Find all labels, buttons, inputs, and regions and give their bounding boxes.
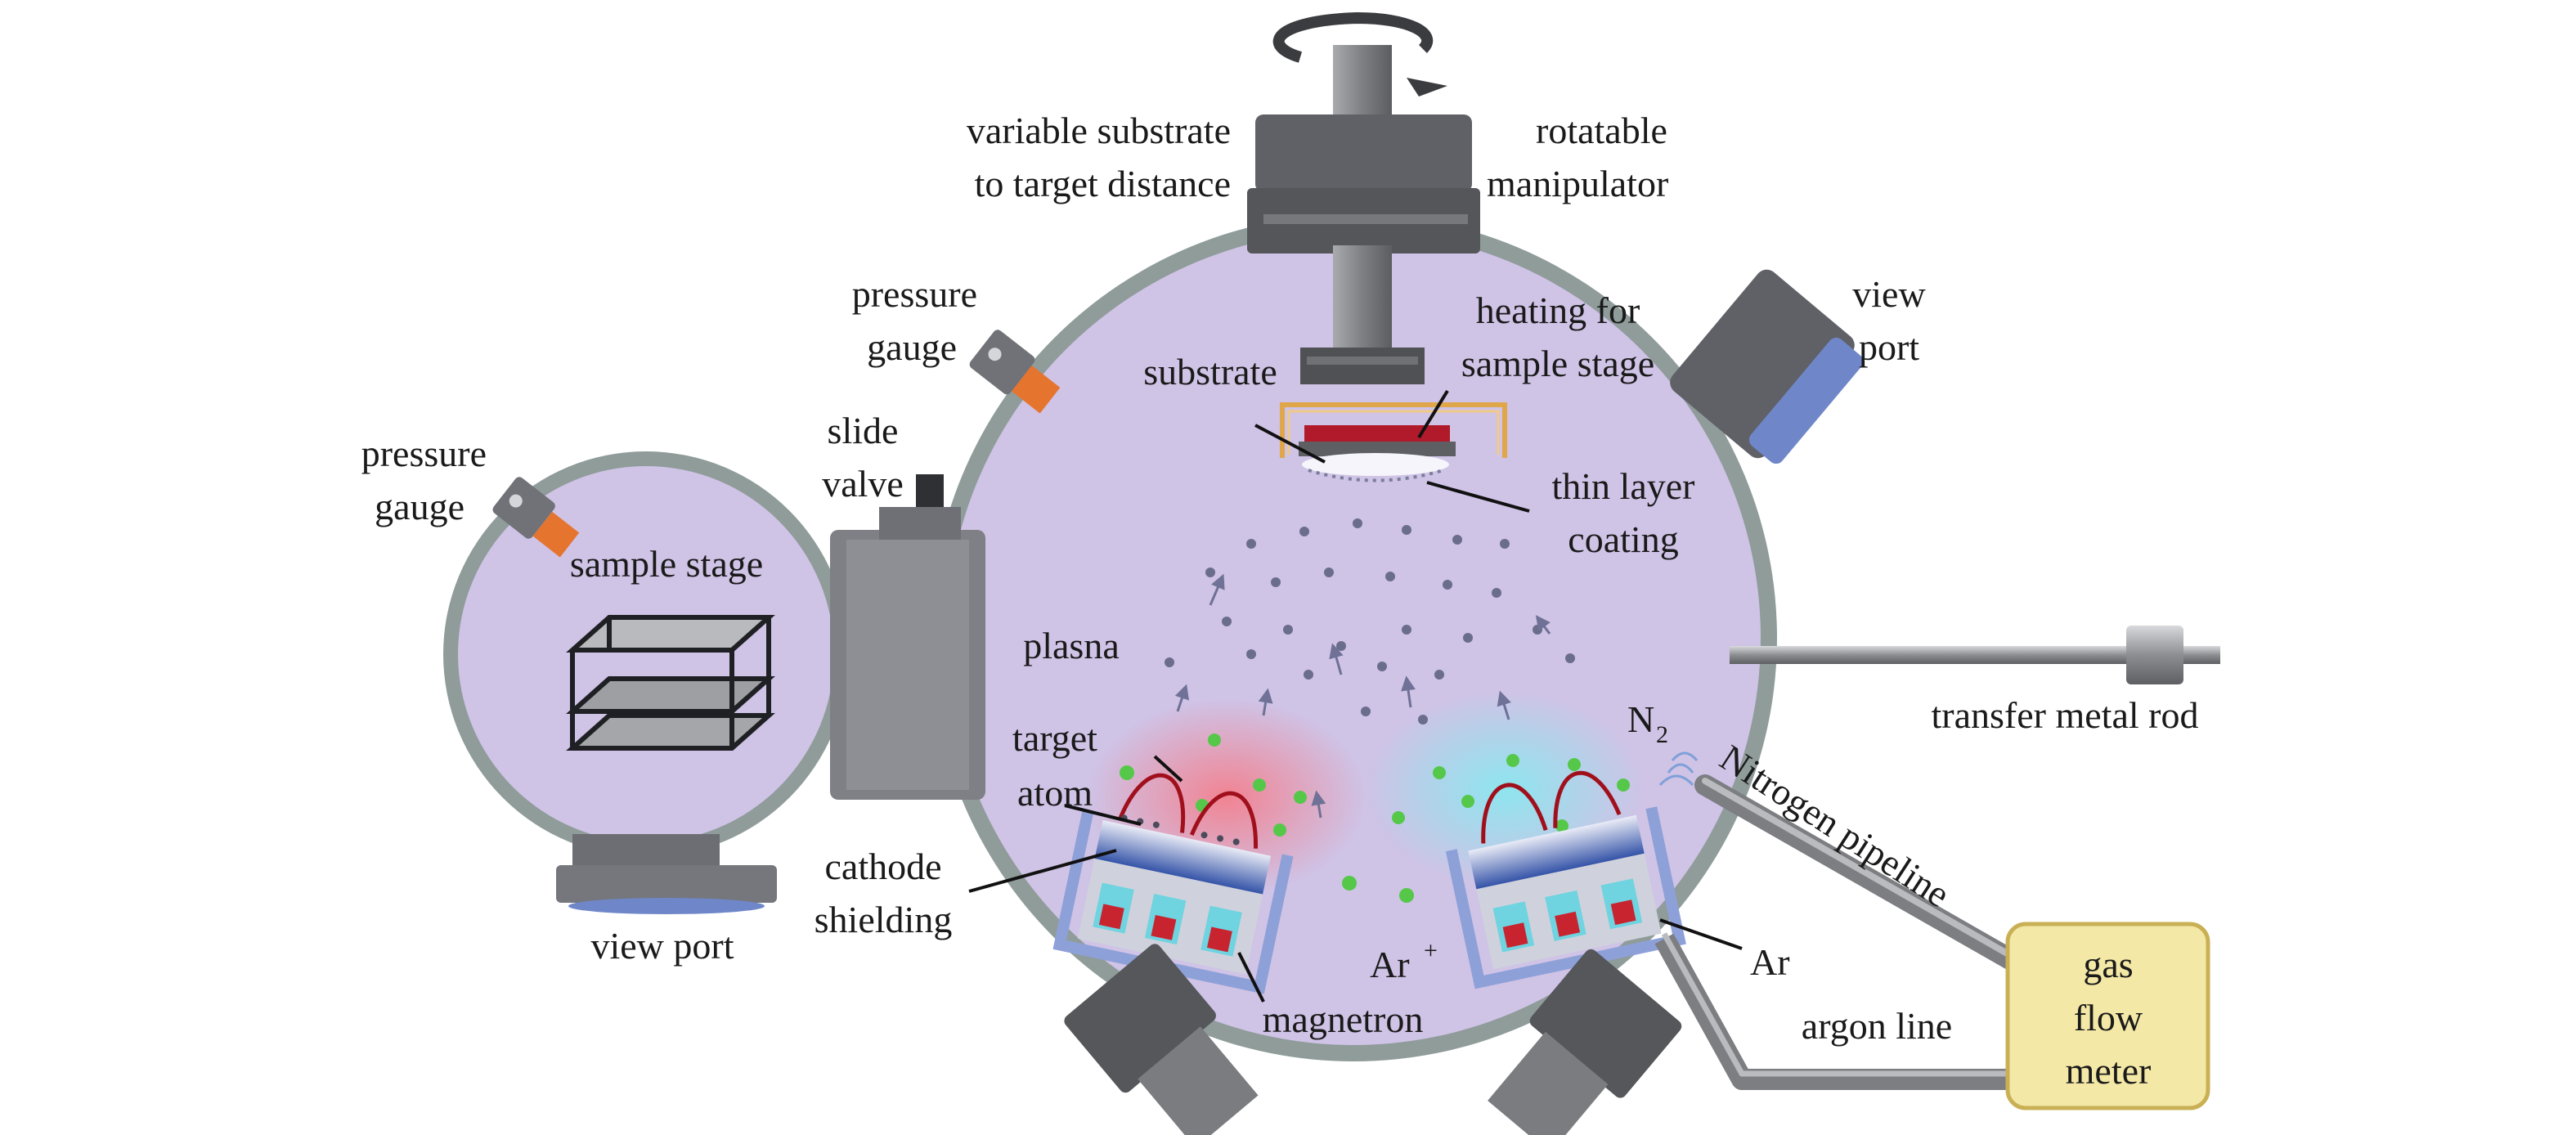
magnetron-cathode-left bbox=[1052, 773, 1294, 994]
label-ar: Ar bbox=[1750, 941, 1790, 983]
label-magnetron: magnetron bbox=[1263, 998, 1424, 1040]
label-cathode-shielding-2: shielding bbox=[815, 899, 953, 940]
load-lock-interior bbox=[458, 466, 834, 842]
label-gas-flow-meter-1: gas bbox=[2083, 944, 2133, 985]
label-pressure-gauge-main-2: gauge bbox=[867, 326, 957, 368]
label-target-atom-2: atom bbox=[1017, 772, 1093, 814]
label-view-port-load: view port bbox=[590, 925, 734, 967]
label-rotatable-2: manipulator bbox=[1487, 163, 1668, 204]
transfer-metal-rod bbox=[1730, 626, 2220, 684]
pressure-gauge-load-lock bbox=[492, 477, 580, 558]
argon-line bbox=[1654, 932, 2012, 1090]
pressure-gauge-main bbox=[969, 330, 1061, 414]
label-heating-2: sample stage bbox=[1461, 343, 1654, 384]
label-n2-sub: 2 bbox=[1656, 721, 1668, 748]
label-gas-flow-meter-3: meter bbox=[2066, 1050, 2152, 1092]
label-ar-plus: Ar bbox=[1370, 944, 1410, 985]
label-cathode-shielding-1: cathode bbox=[824, 846, 941, 887]
label-argon-line: argon line bbox=[1802, 1005, 1952, 1047]
target-atoms bbox=[1120, 733, 1630, 903]
label-thin-layer-1: thin layer bbox=[1552, 465, 1695, 507]
label-nitrogen-pipeline: Nitrogen pipeline bbox=[1713, 737, 1958, 916]
view-port-load-lock bbox=[556, 834, 777, 914]
label-pressure-gauge-load-2: gauge bbox=[375, 486, 464, 527]
substrate-holder bbox=[1280, 402, 1507, 482]
label-slide-valve-1: slide bbox=[828, 410, 899, 451]
label-gas-flow-meter-2: flow bbox=[2074, 997, 2143, 1039]
label-n2: N bbox=[1627, 698, 1654, 740]
label-target-atom-1: target bbox=[1012, 717, 1097, 759]
label-ar-plus-sup: + bbox=[1424, 937, 1438, 964]
particle-arrows bbox=[1174, 573, 1551, 819]
label-pressure-gauge-main-1: pressure bbox=[852, 273, 977, 315]
leader-lines bbox=[968, 389, 1743, 1003]
sample-stage-rack bbox=[566, 615, 775, 751]
label-sample-stage: sample stage bbox=[570, 543, 763, 585]
slide-valve bbox=[830, 474, 985, 800]
label-transfer-rod: transfer metal rod bbox=[1932, 694, 2199, 736]
label-substrate: substrate bbox=[1143, 351, 1277, 393]
label-rotatable-1: rotatable bbox=[1536, 110, 1667, 151]
label-heating-1: heating for bbox=[1476, 289, 1640, 331]
nitrogen-pipeline bbox=[1658, 751, 2031, 976]
label-thin-layer-2: coating bbox=[1568, 518, 1678, 560]
label-variable-distance-1: variable substrate bbox=[967, 110, 1231, 151]
label-view-port-main-1: view bbox=[1852, 273, 1926, 315]
gas-flow-meter bbox=[2005, 922, 2210, 1110]
magnetron-mount-right bbox=[1488, 949, 1682, 1135]
label-variable-distance-2: to target distance bbox=[975, 163, 1231, 204]
label-view-port-main-2: port bbox=[1859, 326, 1919, 368]
label-plasna: plasna bbox=[1023, 625, 1120, 666]
label-slide-valve-2: valve bbox=[822, 463, 904, 505]
magnetron-mount-left bbox=[1064, 944, 1259, 1135]
label-pressure-gauge-load-1: pressure bbox=[361, 433, 487, 474]
rotatable-manipulator bbox=[1247, 11, 1480, 384]
view-port-main bbox=[1670, 269, 1864, 464]
